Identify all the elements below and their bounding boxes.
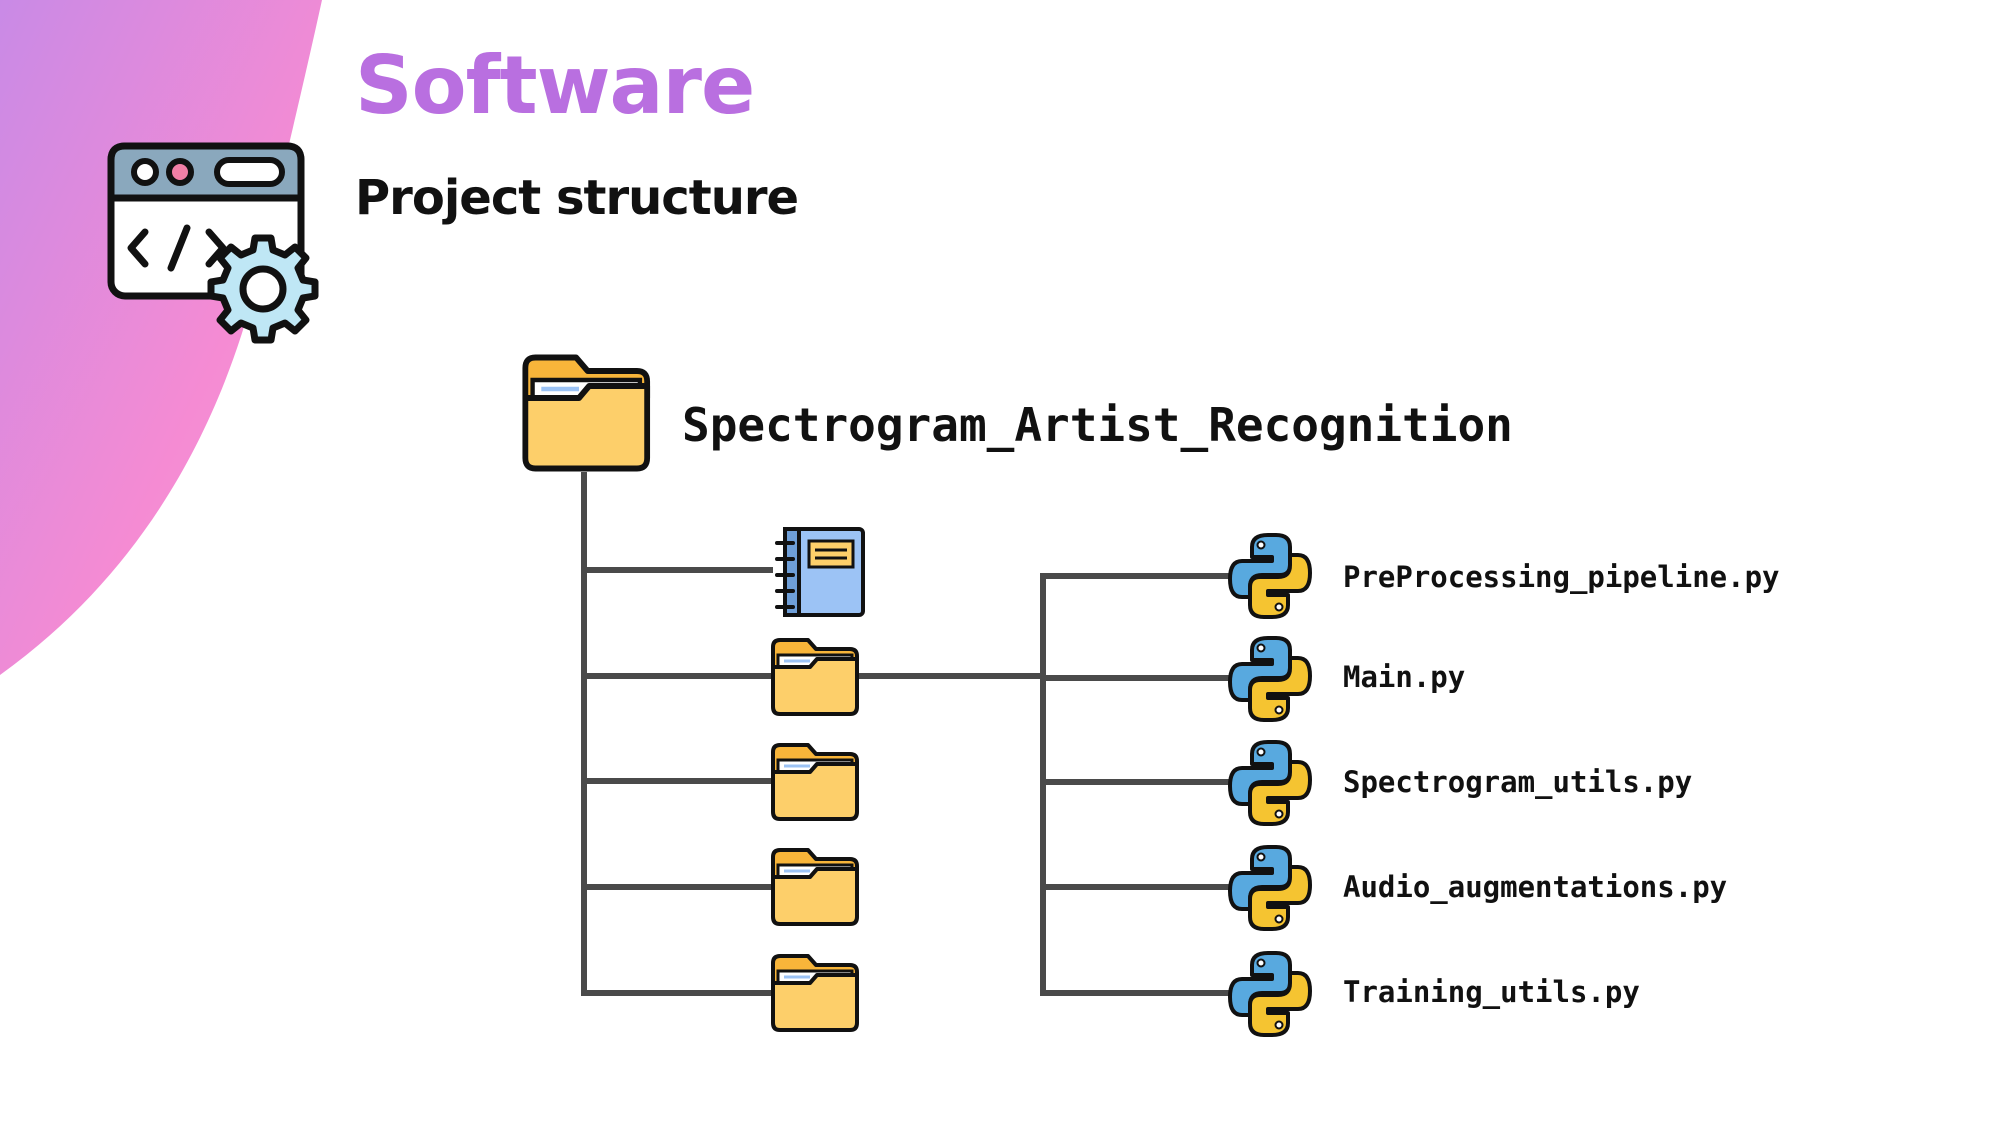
root-folder-icon — [525, 358, 647, 469]
python-icon — [1228, 845, 1312, 931]
notebook-icon — [775, 527, 865, 617]
root-folder-label: Spectrogram_Artist_Recognition — [682, 398, 1513, 452]
code-settings-icon — [107, 142, 319, 344]
slide-title: Software — [355, 39, 755, 132]
folder-icon — [771, 848, 859, 926]
folder-icon — [771, 638, 859, 716]
python-icon — [1228, 951, 1312, 1037]
folder-icon — [771, 954, 859, 1032]
tree-lines — [581, 472, 1233, 996]
file-label-audio-augmentations: Audio_augmentations.py — [1343, 870, 1728, 904]
python-icon — [1228, 636, 1312, 722]
python-icon — [1228, 533, 1312, 619]
python-icon — [1228, 740, 1312, 826]
file-label-training-utils: Training_utils.py — [1343, 975, 1640, 1009]
file-label-spectrogram-utils: Spectrogram_utils.py — [1343, 765, 1693, 799]
file-label-main: Main.py — [1343, 660, 1466, 694]
folder-icon — [771, 743, 859, 821]
slide-subtitle: Project structure — [355, 170, 799, 226]
file-label-preprocessing-pipeline: PreProcessing_pipeline.py — [1343, 560, 1780, 594]
